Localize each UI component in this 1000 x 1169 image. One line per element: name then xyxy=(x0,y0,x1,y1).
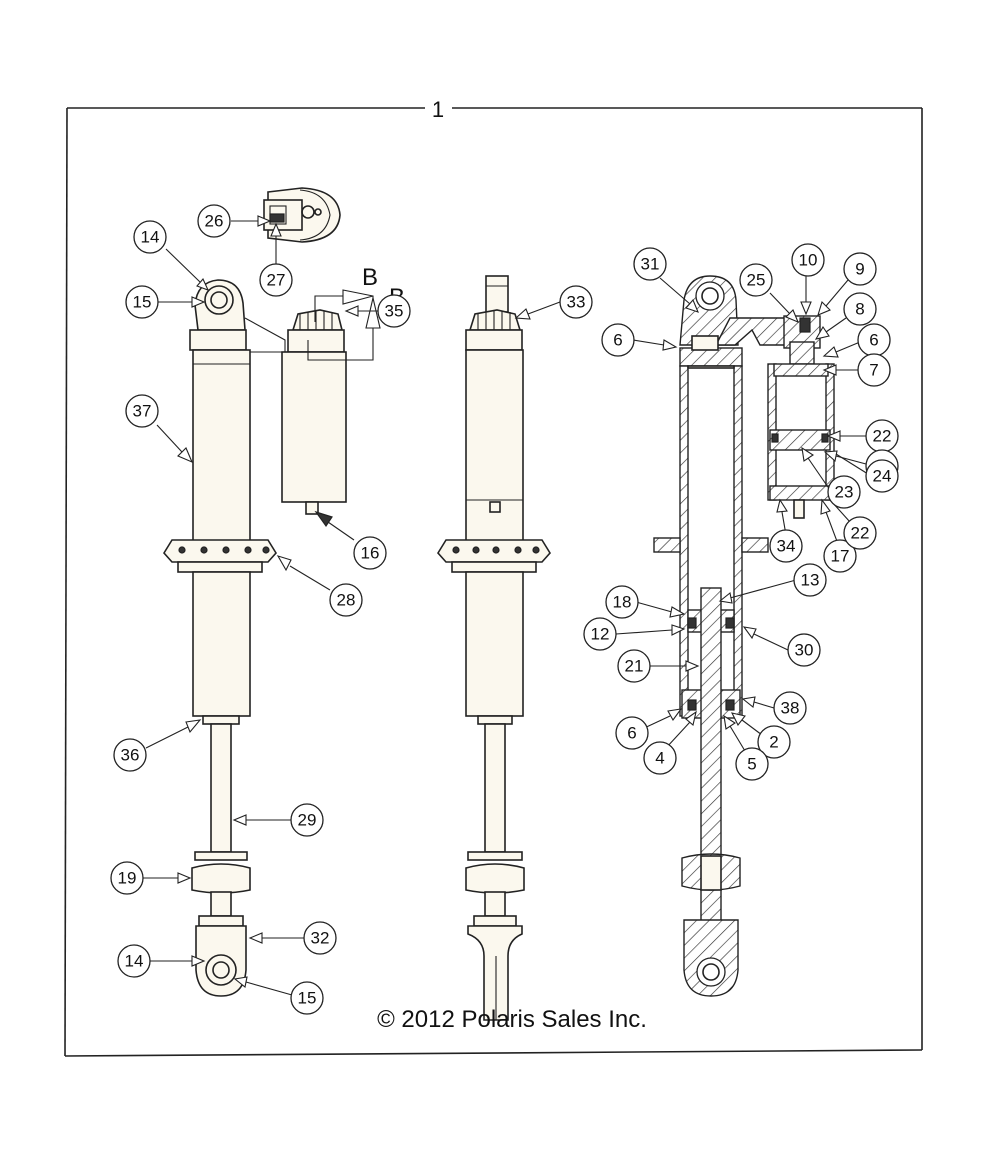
callout-14-bottom: 14 xyxy=(117,944,151,978)
svg-text:18: 18 xyxy=(613,593,632,612)
svg-text:33: 33 xyxy=(567,293,586,312)
svg-text:29: 29 xyxy=(298,811,317,830)
callout-2: 2 xyxy=(757,725,791,759)
svg-text:14: 14 xyxy=(125,952,144,971)
left-shock-view xyxy=(163,279,286,997)
callout-22-bottom: 22 xyxy=(843,516,877,550)
svg-text:17: 17 xyxy=(831,547,850,566)
svg-text:19: 19 xyxy=(118,869,137,888)
svg-text:14: 14 xyxy=(141,228,160,247)
svg-text:21: 21 xyxy=(625,657,644,676)
callout-10: 10 xyxy=(791,243,825,277)
leader-lines xyxy=(143,215,869,996)
callout-33: 33 xyxy=(559,285,593,319)
svg-text:16: 16 xyxy=(361,544,380,563)
callout-23: 23 xyxy=(827,475,861,509)
svg-text:37: 37 xyxy=(133,402,152,421)
callout-5: 5 xyxy=(735,747,769,781)
callout-26: 26 xyxy=(197,204,231,238)
svg-text:35: 35 xyxy=(385,302,404,321)
svg-text:15: 15 xyxy=(298,989,317,1008)
callout-6-top-left: 6 xyxy=(601,323,635,357)
callout-15-bottom: 15 xyxy=(290,981,324,1015)
callout-28: 28 xyxy=(329,583,363,617)
svg-text:26: 26 xyxy=(205,212,224,231)
callout-37: 37 xyxy=(125,394,159,428)
svg-text:23: 23 xyxy=(835,483,854,502)
svg-text:6: 6 xyxy=(627,724,636,743)
svg-text:22: 22 xyxy=(873,427,892,446)
svg-text:25: 25 xyxy=(747,271,766,290)
callout-14-top: 14 xyxy=(133,220,167,254)
callout-8: 8 xyxy=(843,292,877,326)
svg-text:6: 6 xyxy=(613,331,622,350)
callout-32: 32 xyxy=(303,921,337,955)
callout-6-bottom: 6 xyxy=(615,716,649,750)
svg-text:5: 5 xyxy=(747,755,756,774)
svg-text:8: 8 xyxy=(855,300,864,319)
callout-9: 9 xyxy=(843,252,877,286)
callout-24: 24 xyxy=(865,459,899,493)
svg-text:6: 6 xyxy=(869,331,878,350)
callout-6-top-right: 6 xyxy=(857,323,891,357)
svg-text:13: 13 xyxy=(801,571,820,590)
callout-16: 16 xyxy=(353,536,387,570)
svg-text:27: 27 xyxy=(267,271,286,290)
middle-shock-view xyxy=(437,275,551,1021)
callout-35: 35 xyxy=(377,294,411,328)
callout-13: 13 xyxy=(793,563,827,597)
copyright-text: © 2012 Polaris Sales Inc. xyxy=(377,1006,647,1033)
callout-7: 7 xyxy=(857,353,891,387)
cross-section-view xyxy=(653,275,835,997)
svg-text:2: 2 xyxy=(769,733,778,752)
callouts: 26 27 14 15 37 35 16 28 36 29 19 32 14 1… xyxy=(110,204,899,1015)
callout-30: 30 xyxy=(787,633,821,667)
section-label-top: B xyxy=(362,264,378,291)
callout-17: 17 xyxy=(823,539,857,573)
callout-15-top: 15 xyxy=(125,285,159,319)
callout-4: 4 xyxy=(643,741,677,775)
svg-text:9: 9 xyxy=(855,260,864,279)
callout-22-top: 22 xyxy=(865,419,899,453)
callout-21: 21 xyxy=(617,649,651,683)
svg-text:7: 7 xyxy=(869,361,878,380)
svg-text:28: 28 xyxy=(337,591,356,610)
callout-27: 27 xyxy=(259,263,293,297)
svg-text:34: 34 xyxy=(777,537,796,556)
callout-38: 38 xyxy=(773,691,807,725)
svg-text:31: 31 xyxy=(641,255,660,274)
callout-36: 36 xyxy=(113,738,147,772)
svg-text:4: 4 xyxy=(655,749,664,768)
diagram-frame: 1 xyxy=(64,97,923,1057)
valve-detail-view xyxy=(263,187,341,243)
callout-19: 19 xyxy=(110,861,144,895)
svg-text:10: 10 xyxy=(799,251,818,270)
svg-text:38: 38 xyxy=(781,699,800,718)
assembly-label: 1 xyxy=(432,97,444,122)
callout-34: 34 xyxy=(769,529,803,563)
svg-text:15: 15 xyxy=(133,293,152,312)
callout-29: 29 xyxy=(290,803,324,837)
callout-12: 12 xyxy=(583,617,617,651)
svg-text:24: 24 xyxy=(873,467,892,486)
callout-25: 25 xyxy=(739,263,773,297)
svg-text:22: 22 xyxy=(851,524,870,543)
callout-31: 31 xyxy=(633,247,667,281)
callout-18: 18 xyxy=(605,585,639,619)
svg-text:32: 32 xyxy=(311,929,330,948)
svg-text:12: 12 xyxy=(591,625,610,644)
svg-text:30: 30 xyxy=(795,641,814,660)
svg-text:36: 36 xyxy=(121,746,140,765)
